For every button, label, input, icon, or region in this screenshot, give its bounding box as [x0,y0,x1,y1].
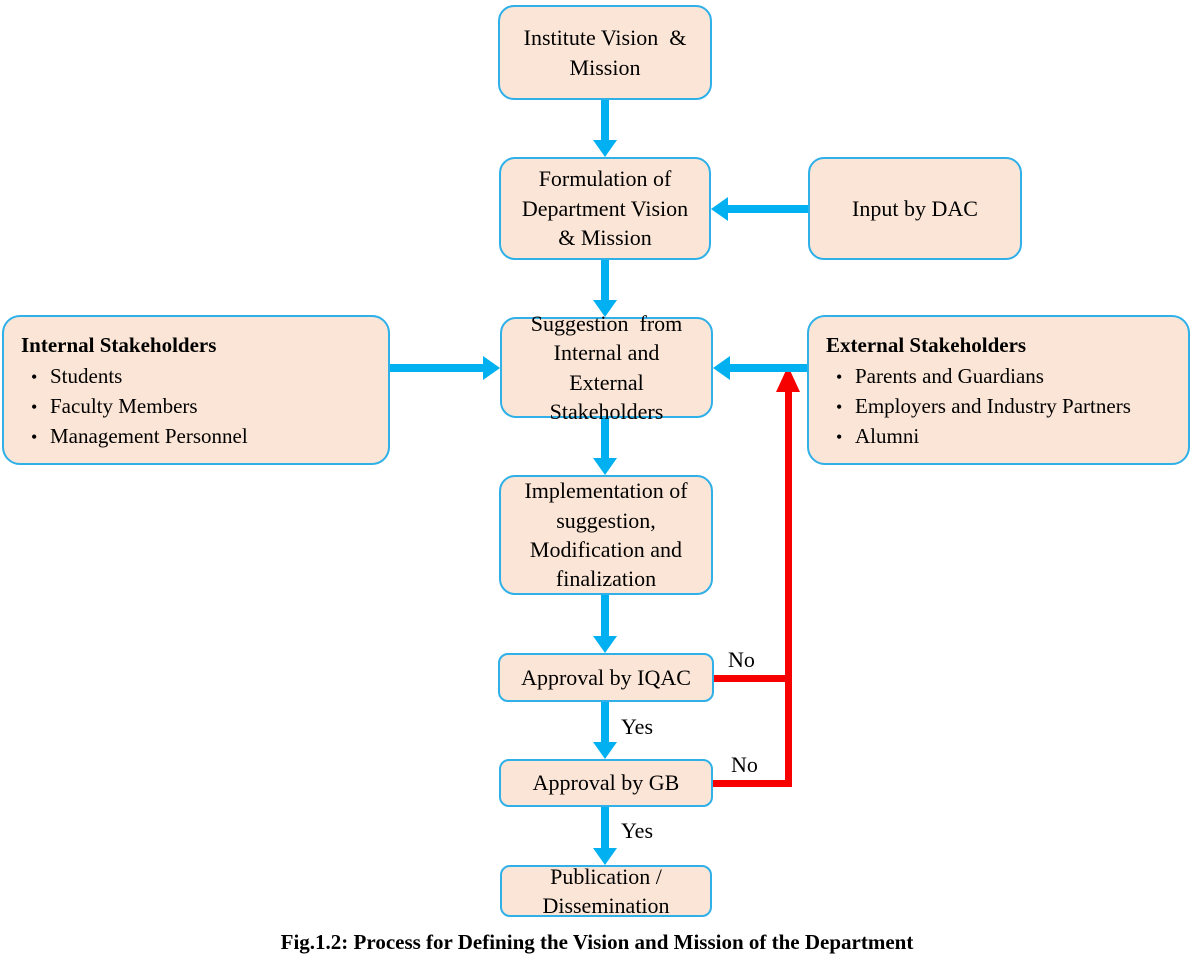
node-institute-vision-mission: Institute Vision & Mission [498,5,712,100]
node-label: Suggestion from Internal and External St… [530,310,683,424]
node-input-by-dac: Input by DAC [808,157,1022,260]
external-stakeholders-title: External Stakeholders [826,333,1027,357]
node-approval-by-gb: Approval by GB [499,759,713,807]
feedback-vertical-line [785,390,792,787]
list-item: • Parents and Guardians [809,362,1188,392]
node-formulation-dept-vision-mission: Formulation of Department Vision & Missi… [499,157,711,260]
list-item-label: Management Personnel [50,424,248,448]
arrow-shaft [601,702,609,743]
arrow-shaft [730,364,807,372]
node-label: Implementation of suggestion, Modificati… [524,478,688,592]
list-item-label: Parents and Guardians [855,364,1044,388]
node-approval-by-iqac: Approval by IQAC [498,653,714,702]
arrow-down-icon [593,742,617,759]
arrow-down-icon [593,300,617,317]
arrow-left-icon [713,356,730,380]
iqac-no-line [714,675,792,682]
list-item-label: Employers and Industry Partners [855,394,1131,418]
node-implementation-modification: Implementation of suggestion, Modificati… [499,475,713,595]
bullet-icon: • [836,397,843,417]
bullet-icon: • [836,427,843,447]
bullet-icon: • [31,397,38,417]
arrow-shaft [601,100,609,141]
arrow-shaft [728,205,808,213]
gb-no-label: No [731,752,758,777]
node-label: Formulation of Department Vision & Missi… [521,166,689,251]
bullet-icon: • [31,367,38,387]
list-item: • Management Personnel [4,422,388,452]
arrow-down-icon [593,458,617,475]
iqac-yes-label: Yes [621,714,654,739]
node-label: Publication / Dissemination [542,863,670,918]
list-item: • Faculty Members [4,392,388,422]
node-label: Approval by GB [532,770,680,796]
arrow-down-icon [593,636,617,653]
external-stakeholders-list: • Parents and Guardians • Employers and … [809,362,1188,452]
list-item: • Students [4,362,388,392]
iqac-no-label: No [728,647,755,672]
list-item-label: Alumni [855,424,920,448]
arrow-down-icon [593,848,617,865]
figure-caption: Fig.1.2: Process for Defining the Vision… [280,930,914,954]
list-item-label: Students [50,364,123,388]
arrow-right-icon [483,356,500,380]
node-suggestion-stakeholders: Suggestion from Internal and External St… [500,311,713,424]
gb-yes-label: Yes [621,818,654,843]
node-label: Institute Vision & Mission [523,25,687,80]
internal-stakeholders-box: Internal Stakeholders • Students • Facul… [2,315,390,465]
arrow-shaft [390,364,484,372]
bullet-icon: • [836,367,843,387]
arrow-left-icon [711,197,728,221]
arrow-shaft [601,260,609,301]
arrow-shaft [601,807,609,849]
list-item: • Alumni [809,422,1188,452]
node-publication-dissemination: Publication / Dissemination [500,864,712,918]
list-item: • Employers and Industry Partners [809,392,1188,422]
node-label: Input by DAC [852,195,978,221]
bullet-icon: • [31,427,38,447]
gb-no-line [711,780,792,787]
internal-stakeholders-title: Internal Stakeholders [21,333,217,357]
external-stakeholders-box: External Stakeholders • Parents and Guar… [807,315,1190,465]
internal-stakeholders-list: • Students • Faculty Members • Managemen… [4,362,388,452]
arrow-shaft [601,418,609,459]
node-label: Approval by IQAC [521,664,691,690]
list-item-label: Faculty Members [50,394,198,418]
arrow-down-icon [593,140,617,157]
arrow-shaft [601,595,609,637]
